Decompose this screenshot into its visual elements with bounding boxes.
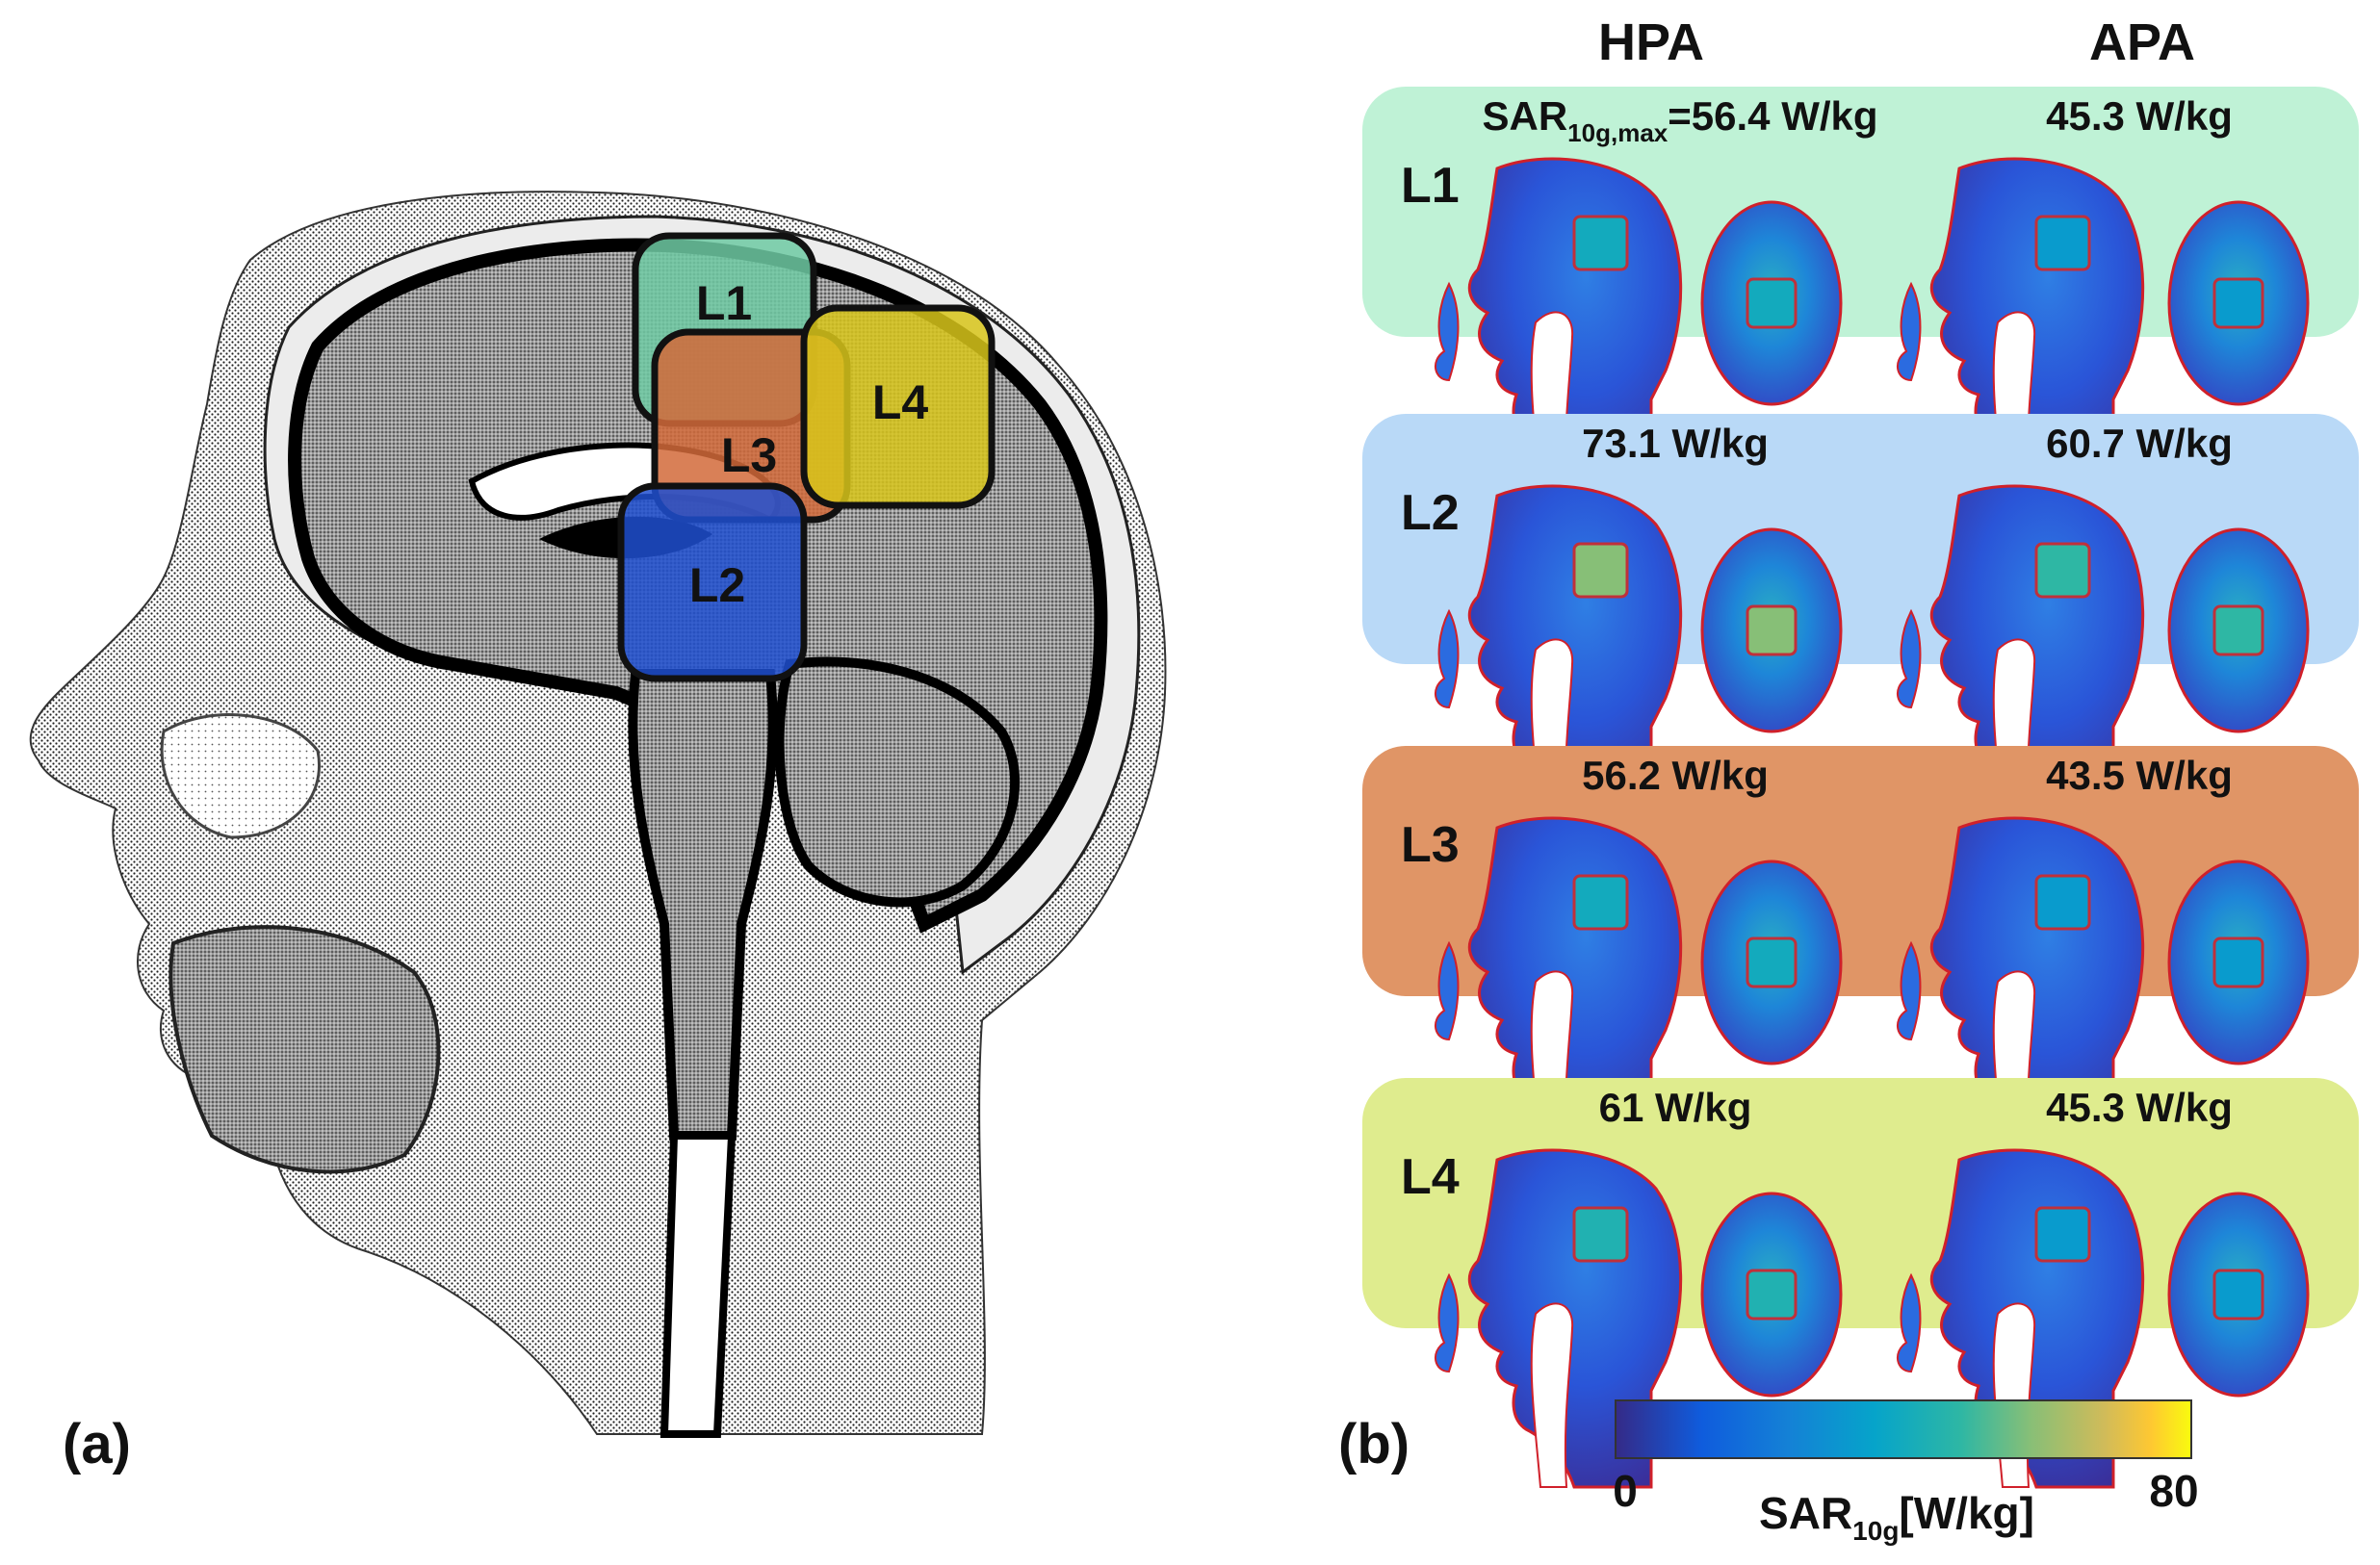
region-l2-label: L2: [689, 558, 745, 612]
region-l1-label: L1: [696, 276, 752, 330]
sagittal-nose: [1897, 940, 1922, 1041]
sagittal-roi: [2034, 874, 2091, 931]
colorbar-title-suffix: [W/kg]: [1899, 1488, 2034, 1538]
apa-sar-value: 45.3 W/kg: [2046, 93, 2233, 139]
region-box-L4: L4: [800, 304, 996, 509]
region-l3-label: L3: [721, 428, 777, 482]
apa-axial-map: [2167, 527, 2310, 733]
region-l4-label: L4: [872, 375, 929, 429]
cerebellum: [774, 656, 1020, 908]
row-label: L2: [1401, 485, 1460, 541]
colorbar-min-label: 0: [1613, 1466, 1638, 1516]
axial-roi: [2212, 277, 2264, 329]
sagittal-nose: [1897, 1272, 1922, 1373]
sagittal-nose: [1897, 608, 1922, 709]
row-label: L1: [1401, 158, 1460, 214]
sagittal-roi: [1572, 542, 1629, 599]
sagittal-nose: [1435, 1272, 1460, 1373]
column-header-hpa: HPA: [1598, 13, 1704, 71]
apa-sar-value: 43.5 W/kg: [2046, 753, 2233, 798]
region-l4-rect: [800, 304, 996, 509]
column-header-apa: APA: [2089, 13, 2195, 71]
sar-subscript: 10g,max: [1567, 118, 1669, 147]
sagittal-roi: [1572, 1206, 1629, 1263]
sar-row-l2: L2 73.1 W/kg 60.7 W/kg: [1362, 414, 2359, 825]
region-l2-rect: [617, 482, 808, 682]
colorbar-title-prefix: SAR: [1759, 1488, 1852, 1538]
sar-row-l3: L3 56.2 W/kg 43.5 W/kg: [1362, 746, 2359, 1157]
sagittal-nose: [1435, 608, 1460, 709]
sar-row-l1: L1 SAR10g,max=56.4 W/kg 45.3 W/kg: [1362, 87, 2359, 498]
axial-roi: [1746, 604, 1798, 656]
row-label: L3: [1401, 817, 1460, 873]
apa-sar-value: 60.7 W/kg: [2046, 421, 2233, 466]
colorbar: 0 80 SAR10g[W/kg]: [1613, 1399, 2199, 1546]
sagittal-roi: [1572, 874, 1629, 931]
panel-a-label: (a): [63, 1413, 131, 1475]
head-model-panel: L1 L3 L2 L4 (a): [29, 191, 1167, 1475]
hpa-sar-value: 61 W/kg: [1599, 1085, 1752, 1130]
hpa-axial-map: [1700, 527, 1843, 733]
apa-sar-value: 45.3 W/kg: [2046, 1085, 2233, 1130]
hpa-sar-value: 56.2 W/kg: [1582, 753, 1769, 798]
axial-roi: [2212, 1269, 2264, 1321]
colorbar-title-sub: 10g: [1852, 1516, 1899, 1546]
sagittal-nose: [1897, 281, 1922, 382]
apa-axial-map: [2167, 1192, 2310, 1398]
axial-roi: [2212, 936, 2264, 988]
sar-prefix: SAR: [1482, 93, 1567, 139]
sagittal-roi: [2034, 1206, 2091, 1263]
axial-roi: [2212, 604, 2264, 656]
row-label: L4: [1401, 1149, 1460, 1205]
apa-axial-map: [2167, 200, 2310, 406]
sagittal-airway: [1992, 1302, 2036, 1488]
axial-roi: [1746, 1269, 1798, 1321]
sagittal-roi: [1572, 215, 1629, 271]
sar-value: =56.4 W/kg: [1668, 93, 1877, 139]
sagittal-airway: [1530, 1302, 1574, 1488]
hpa-axial-map: [1700, 859, 1843, 1065]
apa-axial-map: [2167, 859, 2310, 1065]
sagittal-roi: [2034, 215, 2091, 271]
axial-roi: [1746, 277, 1798, 329]
axial-roi: [1746, 936, 1798, 988]
spinal-cord: [660, 1132, 737, 1438]
apa-sagittal-map: [1897, 157, 2145, 498]
sinus: [160, 713, 321, 839]
colorbar-gradient: [1615, 1399, 2192, 1459]
hpa-axial-map: [1700, 1192, 1843, 1398]
colorbar-title: SAR10g[W/kg]: [1759, 1488, 2034, 1546]
hpa-axial-map: [1700, 200, 1843, 406]
hpa-sagittal-map: [1435, 157, 1683, 498]
sagittal-nose: [1435, 940, 1460, 1041]
hpa-sar-value: SAR10g,max=56.4 W/kg: [1482, 93, 1877, 147]
sagittal-nose: [1435, 281, 1460, 382]
oral-cavity: [168, 925, 441, 1174]
colorbar-max-label: 80: [2149, 1466, 2198, 1516]
sagittal-roi: [2034, 542, 2091, 599]
panel-b-label: (b): [1338, 1413, 1410, 1475]
region-box-L2: L2: [617, 482, 808, 682]
hpa-sar-value: 73.1 W/kg: [1582, 421, 1769, 466]
